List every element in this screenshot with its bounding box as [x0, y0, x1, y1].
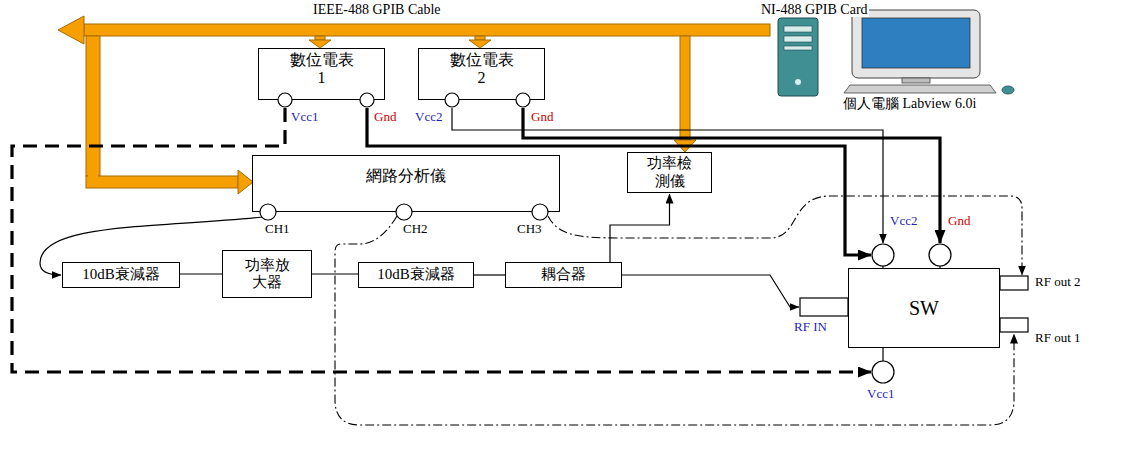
pin-label: Vcc2 [889, 214, 918, 228]
box-text: 10dB衰減器 [377, 266, 455, 283]
connector [180, 273, 222, 274]
connector [367, 108, 871, 255]
pin-label: Gnd [530, 110, 554, 124]
connector [610, 194, 670, 262]
switch-box: SW [848, 268, 1000, 348]
port-label: RF out 1 [1034, 331, 1082, 345]
box-text: 耦合器 [541, 266, 586, 283]
meter-box: 數位電表 2 [418, 48, 545, 100]
port-label: RF out 2 [1034, 275, 1082, 289]
connector [622, 275, 799, 307]
cable-label: IEEE-488 GPIB Cable [312, 2, 442, 17]
channel-label: CH1 [264, 222, 291, 236]
pin-label: Gnd [373, 110, 397, 124]
analyzer-ports [260, 204, 548, 220]
box-text: SW [909, 297, 939, 320]
connector [12, 108, 871, 372]
attenuator-box: 10dB衰減器 [62, 262, 180, 288]
gpib-bus [58, 16, 770, 194]
box-text: 功率放大器 [242, 257, 293, 292]
card-label: NI-488 GPIB Card [760, 2, 869, 17]
switch-terminals [800, 244, 1028, 383]
box-text: 網路分析儀 [366, 167, 446, 185]
pc-label: 個人電腦 Labview 6.0i [842, 96, 977, 111]
box-text: 功率檢測儀 [644, 155, 695, 190]
channel-label: CH3 [516, 222, 543, 236]
box-text: 10dB衰減器 [82, 266, 160, 283]
box-text: 數位電表 1 [285, 51, 359, 88]
attenuator-box: 10dB衰減器 [358, 262, 474, 288]
pc-tower [778, 18, 818, 96]
connector [312, 273, 358, 274]
meter-box: 數位電表 1 [258, 48, 385, 100]
meter-terminals [278, 93, 530, 107]
power-meter-box: 功率檢測儀 [627, 152, 712, 193]
channel-label: CH2 [402, 222, 429, 236]
coupler-box: 耦合器 [505, 262, 622, 288]
connector [335, 216, 1014, 425]
amplifier-box: 功率放大器 [222, 250, 312, 298]
pin-label: Vcc1 [866, 387, 895, 401]
connector [474, 274, 505, 275]
box-text: 數位電表 2 [445, 51, 519, 88]
port-label: RF IN [793, 320, 828, 334]
pin-label: Vcc2 [414, 110, 443, 124]
connector [523, 108, 940, 243]
analyzer-box: 網路分析儀 [252, 155, 560, 212]
pin-label: Vcc1 [290, 110, 319, 124]
pin-label: Gnd [947, 214, 971, 228]
pc-monitor [844, 10, 1014, 94]
